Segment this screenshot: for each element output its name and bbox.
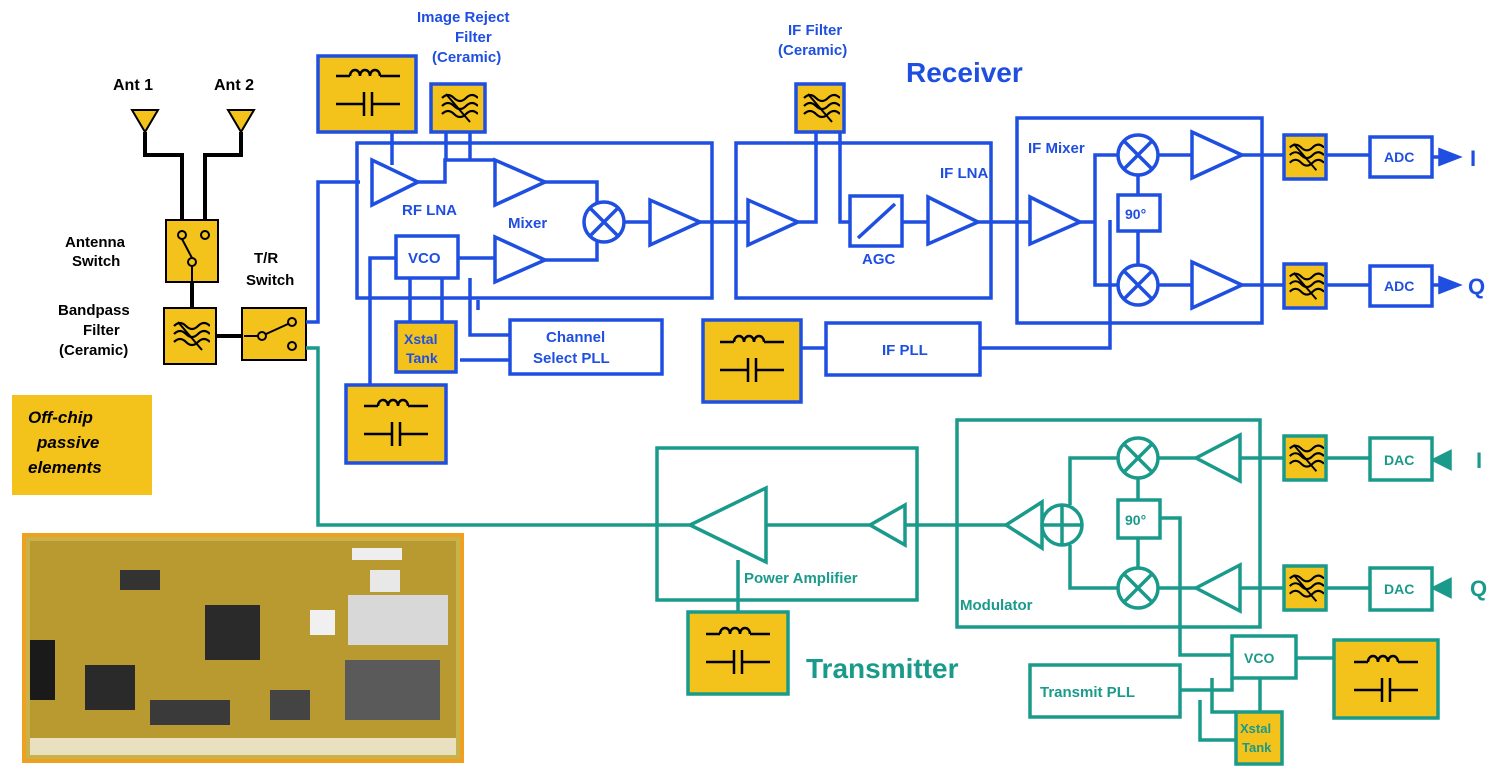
off-chip-label-3: elements bbox=[28, 458, 102, 477]
if-lna-label: IF LNA bbox=[940, 165, 988, 182]
triangle-amplifier-icon bbox=[493, 234, 550, 285]
rx-input-line bbox=[306, 180, 360, 324]
agc-label: AGC bbox=[862, 251, 896, 268]
image-reject-label-2: Filter bbox=[455, 29, 492, 46]
triangle-amplifier-icon bbox=[1028, 194, 1085, 247]
adc-q-label: ADC bbox=[1384, 278, 1414, 294]
rx-text: Image Reject Filter (Ceramic) IF Filter … bbox=[402, 9, 1485, 367]
bandpass-link bbox=[190, 282, 242, 338]
if-pll-label: IF PLL bbox=[882, 342, 928, 359]
rx-xstal-text: Xstal Tank bbox=[404, 331, 438, 366]
triangle-amplifier-icon bbox=[746, 197, 803, 248]
rx-90deg-label: 90° bbox=[1125, 206, 1146, 222]
channel-pll-label-2: Select PLL bbox=[533, 350, 610, 367]
triangle-amplifier-icon bbox=[493, 157, 550, 208]
power-amplifier-label: Power Amplifier bbox=[744, 570, 858, 587]
tx-passives bbox=[686, 434, 1440, 766]
triangle-amplifier-icon bbox=[648, 197, 705, 248]
rx-vco-label: VCO bbox=[408, 250, 441, 267]
off-chip-legend: Off-chip passive elements bbox=[12, 395, 152, 495]
triangle-amplifier-icon bbox=[1190, 259, 1247, 311]
rx-lc-tank-2 bbox=[344, 383, 448, 465]
tr-switch: T/R Switch bbox=[241, 250, 307, 361]
pa-lc-tank bbox=[686, 610, 790, 696]
image-reject-label-3: (Ceramic) bbox=[432, 49, 501, 66]
triangle-amplifier-icon bbox=[926, 194, 983, 247]
tr-switch-label-2: Switch bbox=[246, 272, 294, 289]
if-pll-box bbox=[824, 321, 982, 377]
pcb-photo bbox=[22, 533, 464, 763]
bandpass-label-1: Bandpass bbox=[58, 302, 130, 319]
tr-switch-label-1: T/R bbox=[254, 250, 278, 267]
output-i-label: I bbox=[1470, 146, 1476, 171]
bandpass-label-2: Filter bbox=[83, 322, 120, 339]
antenna-1: Ant 1 bbox=[113, 77, 160, 134]
receiver-section bbox=[306, 116, 1463, 392]
triangle-amplifier-icon bbox=[686, 485, 768, 565]
channel-pll-box bbox=[508, 318, 664, 376]
bandpass-filter: Bandpass Filter (Ceramic) bbox=[58, 302, 217, 365]
transmit-pll-label: Transmit PLL bbox=[1040, 684, 1135, 701]
antenna-switch-label-1: Antenna bbox=[65, 234, 126, 251]
tx-lc-tank bbox=[1332, 638, 1440, 720]
input-q-label: Q bbox=[1470, 576, 1487, 601]
rx-90deg-box bbox=[1116, 193, 1162, 233]
if-pll-lc-tank bbox=[701, 318, 803, 404]
triangle-amplifier-icon bbox=[370, 157, 422, 208]
tx-90deg-label: 90° bbox=[1125, 512, 1146, 528]
adc-i-label: ADC bbox=[1384, 149, 1414, 165]
receiver-title: Receiver bbox=[906, 57, 1023, 88]
tx-xstal-label-1: Xstal bbox=[1240, 721, 1271, 736]
triangle-amplifier-icon bbox=[1192, 562, 1242, 614]
if-filter-label-1: IF Filter bbox=[788, 22, 842, 39]
triangle-amplifier-icon bbox=[1190, 129, 1247, 181]
rx-passives bbox=[316, 54, 1328, 465]
tx-output-line bbox=[306, 346, 690, 527]
switch-icon bbox=[244, 317, 297, 351]
rx-lna-to-branch bbox=[418, 158, 470, 184]
if-mixer-label: IF Mixer bbox=[1028, 140, 1085, 157]
tx-vco-label: VCO bbox=[1244, 650, 1274, 666]
dac-i-label: DAC bbox=[1384, 452, 1414, 468]
ant1-label: Ant 1 bbox=[113, 77, 153, 94]
tx-text: Transmitter Power Amplifier Modulator 90… bbox=[744, 448, 1487, 755]
channel-pll-label-1: Channel bbox=[546, 329, 605, 346]
bandpass-label-3: (Ceramic) bbox=[59, 342, 128, 359]
antenna-switch: Antenna Switch bbox=[65, 219, 219, 283]
triangle-amplifier-icon bbox=[1002, 498, 1044, 552]
transmitter-title: Transmitter bbox=[806, 653, 959, 684]
dac-q-label: DAC bbox=[1384, 581, 1414, 597]
rx-lc-tank-1 bbox=[316, 54, 418, 134]
modulator-label: Modulator bbox=[960, 597, 1033, 614]
tx-xstal-tank bbox=[1234, 710, 1284, 766]
rf-lna-label: RF LNA bbox=[402, 202, 457, 219]
off-chip-label-1: Off-chip bbox=[28, 408, 93, 427]
off-chip-label-2: passive bbox=[36, 433, 99, 452]
if-filter-label-2: (Ceramic) bbox=[778, 42, 847, 59]
switch-icon bbox=[177, 230, 210, 282]
adc-q-box bbox=[1368, 264, 1434, 308]
input-i-label: I bbox=[1476, 448, 1482, 473]
antenna-feed-lines bbox=[143, 132, 243, 220]
transmitter-section bbox=[306, 346, 1452, 742]
if-mixer-box bbox=[1015, 116, 1264, 325]
output-q-label: Q bbox=[1468, 274, 1485, 299]
triangle-amplifier-icon bbox=[866, 501, 907, 549]
antenna-2: Ant 2 bbox=[214, 77, 256, 134]
triangle-amplifier-icon bbox=[1192, 432, 1242, 484]
rx-xstal-tank bbox=[394, 320, 458, 374]
antenna-switch-label-2: Switch bbox=[72, 253, 120, 270]
tx-xstal-label-2: Tank bbox=[1242, 740, 1272, 755]
mixer-label: Mixer bbox=[508, 215, 547, 232]
ant2-label: Ant 2 bbox=[214, 77, 254, 94]
transmit-pll-box bbox=[1028, 663, 1182, 719]
antenna-icon bbox=[226, 109, 256, 134]
rx-xstal-label-2: Tank bbox=[406, 350, 438, 366]
tx-90deg-box bbox=[1116, 498, 1162, 540]
image-reject-label-1: Image Reject bbox=[417, 9, 510, 26]
rx-xstal-label-1: Xstal bbox=[404, 331, 437, 347]
antenna-icon bbox=[130, 109, 160, 134]
